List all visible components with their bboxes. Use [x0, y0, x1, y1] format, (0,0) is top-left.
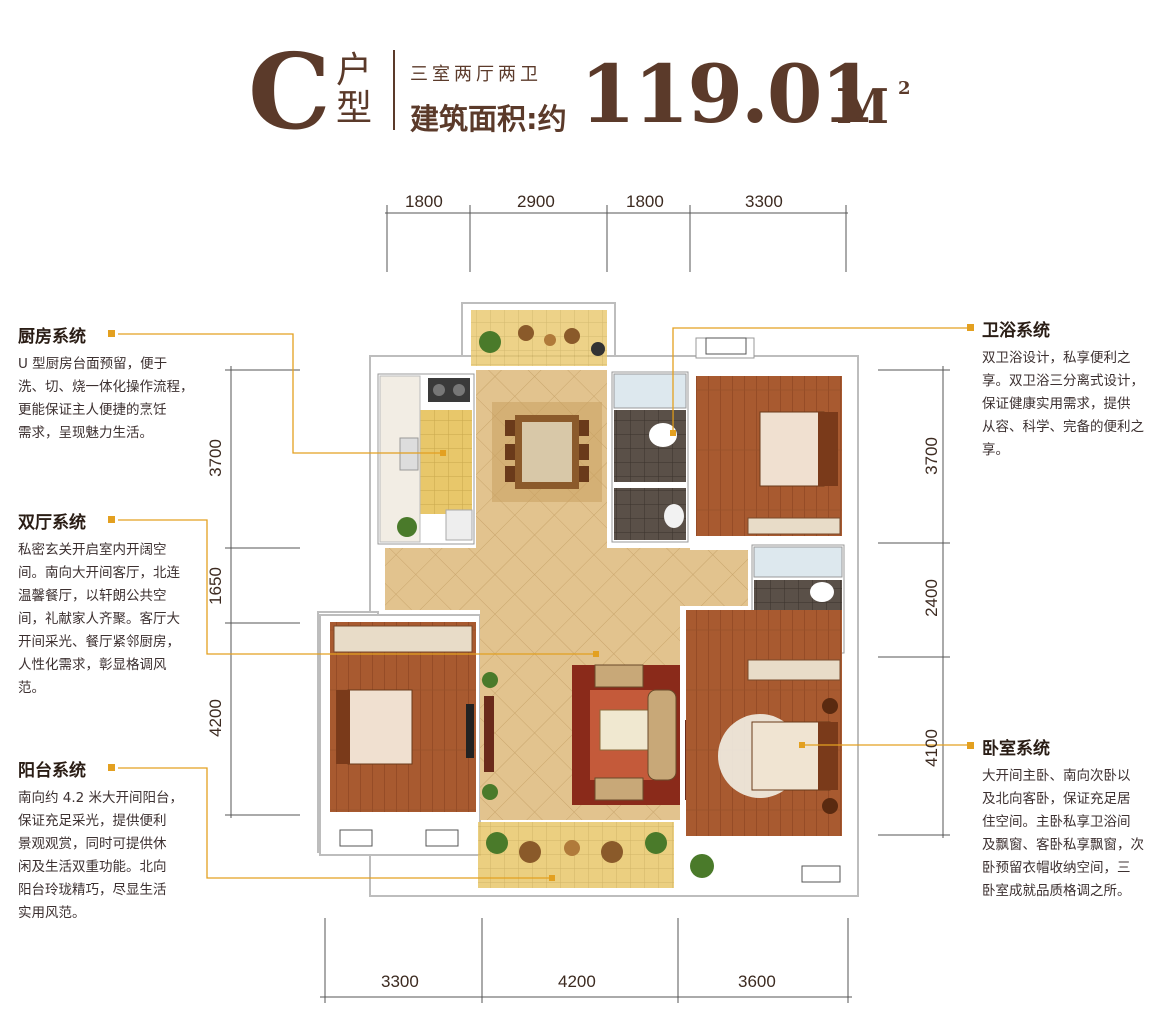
bedroom-line: 卧预留衣帽收纳空间，三: [982, 860, 1131, 876]
kitchen-title: 厨房系统: [18, 327, 86, 347]
kitchen: [377, 373, 475, 545]
living-line: 范。: [18, 680, 45, 696]
tv-cabinet: [484, 696, 494, 772]
bedroom-line: 住空间。主卧私享卫浴间: [982, 814, 1131, 830]
balcony-line: 南向约 4.2 米大开间阳台，: [18, 790, 184, 806]
living-line: 私密玄关开启室内开阔空: [18, 542, 167, 558]
bathroom-bullet-icon: [967, 324, 974, 331]
south-balcony: [478, 822, 674, 888]
bedroom-title: 卧室系统: [982, 739, 1050, 759]
living-line: 间。南向大开间客厅，北连: [18, 565, 180, 581]
kitchen-line: 更能保证主人便捷的烹饪: [18, 402, 167, 418]
north-balcony: [471, 310, 607, 366]
dim-left-3: 4200: [206, 699, 225, 737]
dim-right-1: 3700: [922, 437, 941, 475]
bedroom-section: 卧室系统 大开间主卧、南向次卧以 及北向客卧，保证充足居 住空间。主卧私享卫浴间…: [982, 734, 1162, 903]
living-line: 人性化需求，彰显格调风: [18, 657, 167, 673]
balcony-line: 阳台玲珑精巧，尽显生活: [18, 882, 167, 898]
living-line: 温馨餐厅，以轩朗公共空: [18, 588, 167, 604]
bottom-dimension-lines: [320, 918, 852, 1003]
header-divider: [393, 50, 395, 130]
dining-table: [492, 402, 602, 502]
balcony-bullet-icon: [108, 764, 115, 771]
dim-top-4: 3300: [745, 192, 783, 211]
dim-right-2: 2400: [922, 579, 941, 617]
bathroom-body: 双卫浴设计，私享便利之 享。双卫浴三分离式设计， 保证健康实用需求，提供 从容、…: [982, 347, 1162, 462]
top-dimension-lines: [385, 205, 848, 272]
secondary-bedroom: [330, 622, 476, 812]
kitchen-section: 厨房系统 U 型厨房台面预留，便于 洗、切、烧一体化操作流程， 更能保证主人便捷…: [18, 322, 198, 445]
balcony-line: 保证充足采光，提供便利: [18, 813, 167, 829]
bathroom-line: 双卫浴设计，私享便利之: [982, 350, 1131, 366]
bathroom-1: [611, 371, 689, 543]
plant-icon: [690, 854, 714, 878]
dim-right-3: 4100: [922, 729, 941, 767]
bathroom-line: 享。双卫浴三分离式设计，: [982, 373, 1144, 389]
left-dimension-lines: [225, 366, 300, 818]
area-unit-superscript: 2: [898, 78, 911, 99]
bedroom-line: 大开间主卧、南向次卧以: [982, 768, 1131, 784]
dim-bottom-1: 3300: [381, 972, 419, 991]
kitchen-line: U 型厨房台面预留，便于: [18, 356, 168, 372]
area-label: 建筑面积:约: [410, 102, 567, 136]
dim-top-3: 1800: [626, 192, 664, 211]
living-line: 间，礼献家人齐聚。客厅大: [18, 611, 180, 627]
bathroom-line: 保证健康实用需求，提供: [982, 396, 1131, 412]
living-room-set: [482, 664, 680, 805]
bathroom-line: 从容、科学、完备的便利之: [982, 419, 1144, 435]
room-config: 三室两厅两卫: [410, 64, 542, 85]
bedroom-bullet-icon: [967, 742, 974, 749]
kitchen-line: 洗、切、烧一体化操作流程，: [18, 379, 194, 395]
bedroom-line: 及飘窗、客卧私享飘窗，次: [982, 837, 1144, 853]
balcony-section: 阳台系统 南向约 4.2 米大开间阳台， 保证充足采光，提供便利 景观观赏，同时…: [18, 756, 198, 925]
dim-bottom-2: 4200: [558, 972, 596, 991]
bathroom-title: 卫浴系统: [982, 321, 1050, 341]
type-char-2: 型: [335, 88, 372, 129]
balcony-title: 阳台系统: [18, 761, 86, 781]
balcony-line: 实用风范。: [18, 905, 86, 921]
living-body: 私密玄关开启室内开阔空 间。南向大开间客厅，北连 温馨餐厅，以轩朗公共空 间，礼…: [18, 539, 198, 700]
dim-top-2: 2900: [517, 192, 555, 211]
living-line: 开间采光、餐厅紧邻厨房，: [18, 634, 180, 650]
living-title: 双厅系统: [18, 513, 86, 533]
right-dimension-lines: [878, 366, 950, 838]
type-letter: C: [248, 30, 331, 153]
callout-lines: [118, 327, 970, 879]
bay-windows: [339, 337, 841, 883]
dim-bottom-3: 3600: [738, 972, 776, 991]
balcony-line: 闲及生活双重功能。北向: [18, 859, 167, 875]
bedroom-line: 及北向客卧，保证充足居: [982, 791, 1131, 807]
balcony-line: 景观观赏，同时可提供休: [18, 836, 167, 852]
living-section: 双厅系统 私密玄关开启室内开阔空 间。南向大开间客厅，北连 温馨餐厅，以轩朗公共…: [18, 508, 198, 700]
dim-top-1: 1800: [405, 192, 443, 211]
kitchen-bullet-icon: [108, 330, 115, 337]
kitchen-line: 需求，呈现魅力生活。: [18, 425, 153, 441]
living-bullet-icon: [108, 516, 115, 523]
bathroom-section: 卫浴系统 双卫浴设计，私享便利之 享。双卫浴三分离式设计， 保证健康实用需求，提…: [982, 316, 1162, 462]
bedroom-line: 卧室成就品质格调之所。: [982, 883, 1131, 899]
master-bedroom: [686, 610, 842, 836]
callout-dots: [440, 430, 805, 881]
type-char-1: 户: [335, 50, 372, 91]
balcony-body: 南向约 4.2 米大开间阳台， 保证充足采光，提供便利 景观观赏，同时可提供休 …: [18, 787, 198, 925]
area-unit: M: [836, 79, 890, 135]
bedroom-body: 大开间主卧、南向次卧以 及北向客卧，保证充足居 住空间。主卧私享卫浴间 及飘窗、…: [982, 765, 1162, 903]
kitchen-body: U 型厨房台面预留，便于 洗、切、烧一体化操作流程， 更能保证主人便捷的烹饪 需…: [18, 353, 198, 445]
dim-left-2: 1650: [206, 567, 225, 605]
type-label: 户 型: [334, 52, 374, 128]
area-value: 119.01: [580, 47, 876, 141]
dim-left-1: 3700: [206, 439, 225, 477]
bathroom-line: 享。: [982, 442, 1009, 458]
